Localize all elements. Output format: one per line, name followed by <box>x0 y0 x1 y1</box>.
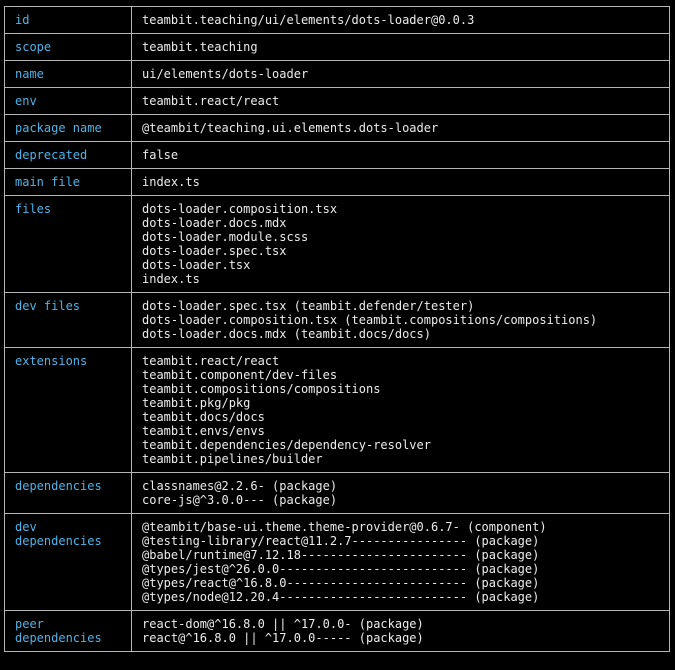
info-value-line: react@^16.8.0 || ^17.0.0----- (package) <box>142 631 424 645</box>
info-value-line: ui/elements/dots-loader <box>142 67 309 81</box>
info-row-value: teambit.teaching/ui/elements/dots-loader… <box>131 6 670 34</box>
component-info-table: id teambit.teaching/ui/elements/dots-load… <box>4 6 670 652</box>
info-value-line: dots-loader.docs.mdx <box>142 216 287 230</box>
info-row-value: classnames@2.2.6- (package)core-js@^3.0.… <box>131 472 670 514</box>
info-row-key: name <box>4 60 132 88</box>
info-value-line: classnames@2.2.6- (package) <box>142 479 338 493</box>
info-value-line: teambit.component/dev-files <box>142 368 338 382</box>
info-value-line: teambit.react/react <box>142 94 280 108</box>
info-value-line: @babel/runtime@7.12.18------------------… <box>142 548 540 562</box>
info-row-value: teambit.react/react <box>131 87 670 115</box>
info-row-value: @teambit/base-ui.theme.theme-provider@0.… <box>131 513 670 611</box>
component-info-table-container: id teambit.teaching/ui/elements/dots-load… <box>4 6 670 652</box>
info-value-line: react-dom@^16.8.0 || ^17.0.0- (package) <box>142 617 424 631</box>
info-value-line: dots-loader.module.scss <box>142 230 309 244</box>
info-value-line: @teambit/teaching.ui.elements.dots-loade… <box>142 121 439 135</box>
info-row-main-file: main file index.ts <box>4 168 670 196</box>
info-row-value: dots-loader.spec.tsx (teambit.defender/t… <box>131 292 670 348</box>
info-row-value: index.ts <box>131 168 670 196</box>
info-row-package-name: package name @teambit/teaching.ui.element… <box>4 114 670 142</box>
info-value-line: dots-loader.composition.tsx (teambit.com… <box>142 313 598 327</box>
info-row-key: deprecated <box>4 141 132 169</box>
info-value-line: teambit.envs/envs <box>142 424 265 438</box>
info-value-line: teambit.teaching <box>142 40 258 54</box>
info-value-line: teambit.teaching/ui/elements/dots-loader… <box>142 13 475 27</box>
info-value-line: @types/react@^16.8.0--------------------… <box>142 576 540 590</box>
info-row-key: files <box>4 195 132 293</box>
info-value-line: core-js@^3.0.0--- (package) <box>142 493 338 507</box>
info-value-line: teambit.pipelines/builder <box>142 452 323 466</box>
info-row-key: package name <box>4 114 132 142</box>
info-row-key: scope <box>4 33 132 61</box>
info-row-key: dev files <box>4 292 132 348</box>
info-value-line: dots-loader.tsx <box>142 258 251 272</box>
info-row-dev-dependencies: dev dependencies @teambit/base-ui.theme.t… <box>4 513 670 611</box>
info-row-key: peer dependencies <box>4 610 132 652</box>
info-value-line: teambit.pkg/pkg <box>142 396 251 410</box>
info-value-line: teambit.docs/docs <box>142 410 265 424</box>
info-value-line: teambit.compositions/compositions <box>142 382 381 396</box>
info-row-id: id teambit.teaching/ui/elements/dots-load… <box>4 6 670 34</box>
info-row-scope: scope teambit.teaching <box>4 33 670 61</box>
info-value-line: dots-loader.composition.tsx <box>142 202 338 216</box>
info-row-env: env teambit.react/react <box>4 87 670 115</box>
info-value-line: index.ts <box>142 175 200 189</box>
info-row-name: name ui/elements/dots-loader <box>4 60 670 88</box>
component-info-table-body: id teambit.teaching/ui/elements/dots-load… <box>4 6 670 652</box>
info-row-deprecated: deprecated false <box>4 141 670 169</box>
info-value-line: @types/jest@^26.0.0---------------------… <box>142 562 540 576</box>
info-value-line: dots-loader.docs.mdx (teambit.docs/docs) <box>142 327 431 341</box>
info-value-line: @testing-library/react@11.2.7-----------… <box>142 534 540 548</box>
info-value-line: dots-loader.spec.tsx (teambit.defender/t… <box>142 299 475 313</box>
info-value-line: @teambit/base-ui.theme.theme-provider@0.… <box>142 520 547 534</box>
info-value-line: teambit.dependencies/dependency-resolver <box>142 438 431 452</box>
info-row-value: ui/elements/dots-loader <box>131 60 670 88</box>
info-row-key: main file <box>4 168 132 196</box>
info-row-dev-files: dev files dots-loader.spec.tsx (teambit.d… <box>4 292 670 348</box>
info-row-key: env <box>4 87 132 115</box>
info-value-line: index.ts <box>142 272 200 286</box>
info-row-value: react-dom@^16.8.0 || ^17.0.0- (package)r… <box>131 610 670 652</box>
info-value-line: dots-loader.spec.tsx <box>142 244 287 258</box>
info-row-key: id <box>4 6 132 34</box>
info-row-value: teambit.teaching <box>131 33 670 61</box>
info-value-line: teambit.react/react <box>142 354 280 368</box>
info-value-line: @types/node@12.20.4---------------------… <box>142 590 540 604</box>
info-row-value: false <box>131 141 670 169</box>
info-row-value: @teambit/teaching.ui.elements.dots-loade… <box>131 114 670 142</box>
info-value-line: false <box>142 148 179 162</box>
info-row-key: dependencies <box>4 472 132 514</box>
info-row-key: dev dependencies <box>4 513 132 611</box>
info-row-key: extensions <box>4 347 132 473</box>
